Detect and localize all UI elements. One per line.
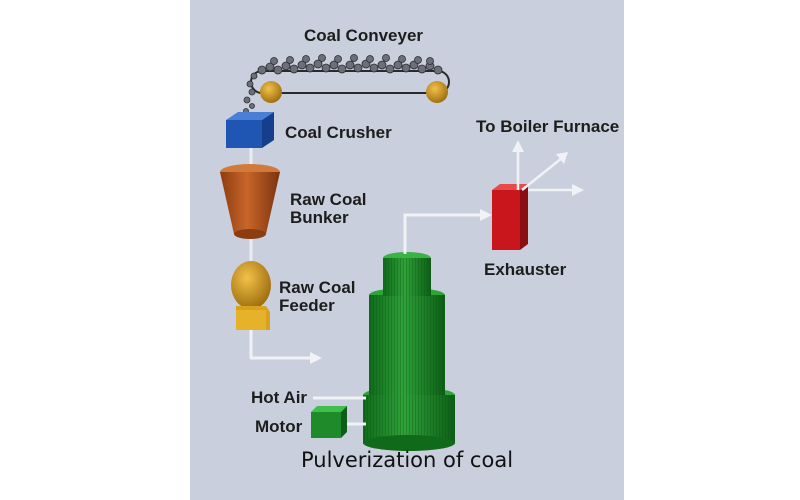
label-raw-coal-bunker-2: Bunker bbox=[290, 208, 349, 227]
furnace-outlet-arrows bbox=[512, 140, 584, 196]
label-motor: Motor bbox=[255, 417, 303, 436]
motor bbox=[311, 406, 366, 438]
exhauster bbox=[492, 184, 528, 250]
label-raw-coal-feeder-1: Raw Coal bbox=[279, 278, 356, 297]
mill-to-exhauster-pipe bbox=[403, 213, 482, 254]
raw-coal-feeder bbox=[231, 261, 271, 330]
label-raw-coal-bunker-1: Raw Coal bbox=[290, 190, 367, 209]
label-exhauster: Exhauster bbox=[484, 260, 567, 279]
conveyer-roller-right bbox=[426, 81, 448, 103]
label-coal-crusher: Coal Crusher bbox=[285, 123, 392, 142]
label-hot-air: Hot Air bbox=[251, 388, 308, 407]
feeder-arrow-head bbox=[310, 352, 322, 364]
label-to-boiler-furnace: To Boiler Furnace bbox=[476, 117, 620, 136]
label-coal-conveyer: Coal Conveyer bbox=[304, 26, 424, 45]
label-raw-coal-feeder-2: Feeder bbox=[279, 296, 335, 315]
coal-pile bbox=[243, 54, 443, 114]
pulverizer-mill bbox=[363, 252, 455, 451]
diagram-caption: Pulverization of coal bbox=[300, 448, 514, 472]
coal-crusher bbox=[226, 112, 274, 148]
feeder-to-mill-pipe bbox=[249, 330, 312, 360]
raw-coal-bunker bbox=[220, 164, 280, 239]
conveyer-roller-left bbox=[260, 81, 282, 103]
exhauster-arrow-head bbox=[480, 209, 492, 221]
coal-conveyer bbox=[243, 54, 450, 114]
